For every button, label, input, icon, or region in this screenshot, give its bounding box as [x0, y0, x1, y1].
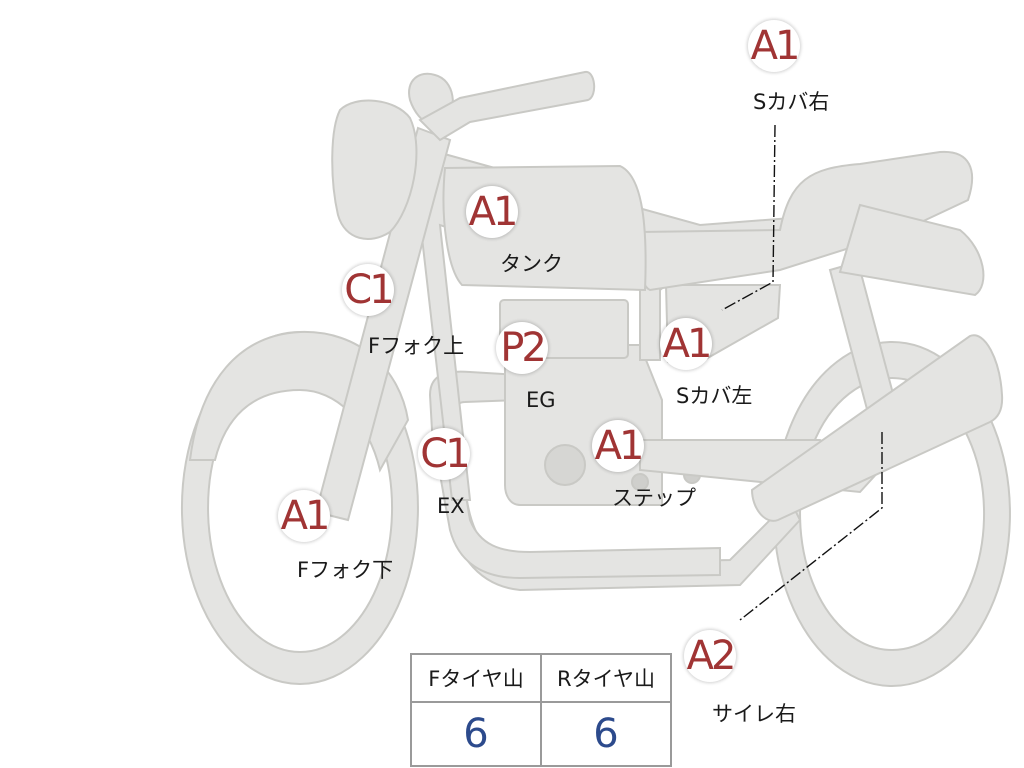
label-front-fork-lower: Fフォク下 — [297, 558, 394, 582]
handlebar — [418, 71, 596, 142]
leader-line-silencer-right — [739, 432, 883, 621]
table-header-row: Fタイヤ山 Rタイヤ山 — [410, 653, 672, 703]
label-exhaust: EX — [437, 494, 465, 518]
marker-side-cover-left-code: A1 — [660, 318, 712, 370]
marker-step-code: A1 — [592, 420, 644, 472]
value-rear-tire-tread: 6 — [540, 701, 672, 767]
label-front-fork-upper: Fフォク上 — [368, 334, 465, 358]
label-side-cover-right: Sカバ右 — [753, 90, 830, 114]
label-tank: タンク — [500, 252, 563, 276]
marker-engine-code: P2 — [496, 322, 548, 374]
marker-side-cover-right-code: A1 — [748, 20, 800, 72]
marker-exhaust-code: C1 — [418, 428, 471, 480]
marker-front-fork-upper-code: C1 — [342, 264, 395, 316]
table-row: 6 6 — [410, 701, 672, 767]
headlight — [331, 99, 418, 240]
marker-silencer-right-code: A2 — [684, 630, 736, 682]
leader-line-side-cover-right — [721, 124, 776, 311]
label-side-cover-left: Sカバ左 — [676, 384, 753, 408]
label-step: ステップ — [612, 486, 696, 510]
label-engine: EG — [526, 388, 556, 412]
marker-tank-code: A1 — [466, 186, 518, 238]
silencer — [750, 334, 1004, 522]
engine-cover — [544, 444, 586, 486]
value-front-tire-tread: 6 — [410, 701, 542, 767]
header-rear-tire-tread: Rタイヤ山 — [540, 653, 672, 703]
header-front-tire-tread: Fタイヤ山 — [410, 653, 542, 703]
label-silencer-right: サイレ右 — [712, 702, 796, 726]
step-peg-1 — [631, 473, 649, 491]
rear-fender — [838, 203, 985, 297]
front-fender — [188, 330, 410, 473]
tire-tread-table: Fタイヤ山 Rタイヤ山 6 6 — [410, 653, 672, 767]
marker-front-fork-lower-code: A1 — [278, 490, 330, 542]
